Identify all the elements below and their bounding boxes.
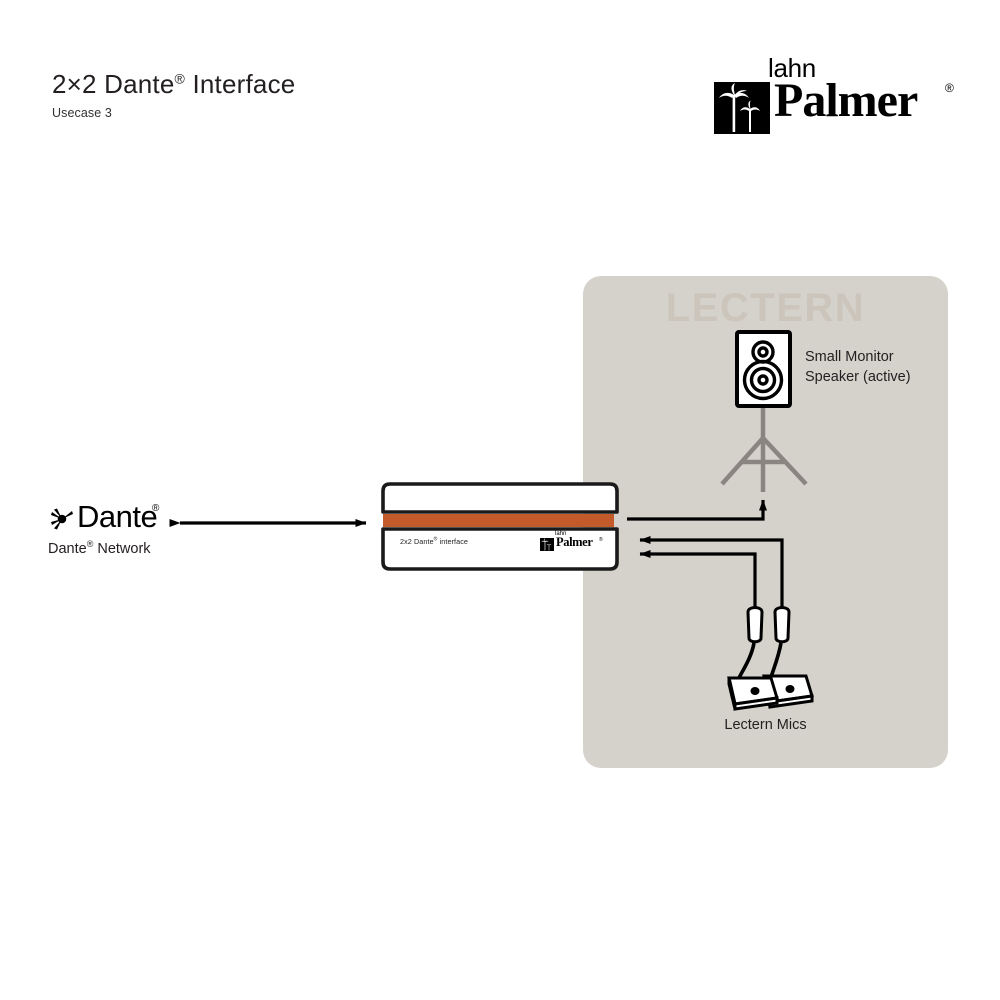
brand-logo-registered: ® (945, 81, 954, 95)
brand-logo-top-word: lahn (768, 53, 816, 83)
device-brand-name: Palmer (556, 535, 593, 549)
header-block: 2×2 Dante® Interface Usecase 3 (52, 70, 472, 120)
speaker-label: Small Monitor Speaker (active) (805, 348, 911, 387)
device-brand-registered: ® (599, 537, 603, 543)
palm-trees-icon (540, 538, 554, 551)
palm-trees-glyph (714, 82, 770, 134)
speaker-group: Small Monitor Speaker (active) (700, 325, 970, 505)
microphones-label: Lectern Mics (724, 717, 807, 733)
dante-network-label: Dante® Network (48, 539, 151, 557)
device-model-label: 2x2 Dante® interface (400, 537, 468, 546)
palm-trees-glyph-small (540, 538, 554, 551)
dante-network-group: Dante® Network (46, 500, 226, 570)
device-model-tail: interface (437, 537, 469, 546)
speaker-label-line1: Small Monitor (805, 349, 894, 365)
device-group: 2x2 Dante® interface lahn (378, 482, 620, 572)
device-brand-logo: lahn Palmer ® (538, 531, 604, 554)
device-model-main: 2x2 Dante (400, 537, 434, 546)
page-title: 2×2 Dante® Interface (52, 70, 472, 99)
palm-trees-icon (714, 82, 770, 134)
dante-network-label-main: Dante (48, 541, 87, 557)
lectern-zone-title: LECTERN (665, 286, 866, 330)
device-brand-top-word: lahn (555, 531, 567, 537)
device-model-registered: ® (433, 536, 438, 543)
page-title-registered: ® (174, 70, 186, 87)
page-subtitle: Usecase 3 (52, 105, 112, 120)
dante-network-label-tail: Network (93, 541, 151, 557)
page-title-main: 2×2 Dante (52, 69, 175, 99)
brand-logo-name: Palmer (774, 74, 918, 127)
speaker-label-line2: Speaker (active) (805, 368, 911, 385)
page-title-tail: Interface (185, 69, 296, 99)
dante-network-label-registered: ® (86, 539, 94, 550)
brand-logo: lahn Palmer ® (712, 53, 962, 135)
